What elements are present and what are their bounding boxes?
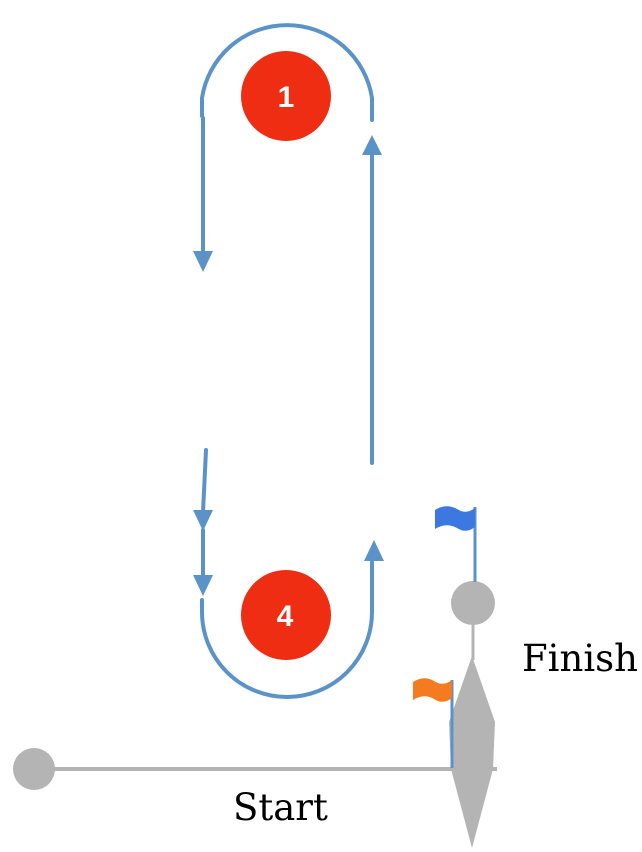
arrow-up-icon <box>364 540 384 561</box>
finish-label: Finish <box>522 637 638 680</box>
mark-4-label: 4 <box>277 600 294 633</box>
finish-flag-icon <box>435 506 475 531</box>
rounding-arc-mark-1 <box>200 23 374 122</box>
arrow-down-icon <box>193 510 213 531</box>
start-label: Start <box>233 786 328 829</box>
rounding-arc-mark-4 <box>200 560 374 699</box>
arrow-up-icon <box>362 135 382 155</box>
start-flag-icon <box>413 678 452 702</box>
finish-buoy <box>451 581 495 625</box>
arrow-down-icon <box>193 251 213 272</box>
mark-4-buoy <box>241 570 331 660</box>
arrow-down-icon <box>193 575 213 596</box>
mark-1-buoy <box>241 51 331 141</box>
mark-1-label: 1 <box>278 81 295 114</box>
downwind-leg-left-lower <box>201 448 208 514</box>
course-arrows <box>193 135 384 596</box>
pin-end-buoy <box>13 748 55 790</box>
committee-boat <box>449 656 495 848</box>
mark-4: 4 <box>241 570 331 660</box>
mark-1: 1 <box>241 51 331 141</box>
course-path <box>200 23 374 699</box>
